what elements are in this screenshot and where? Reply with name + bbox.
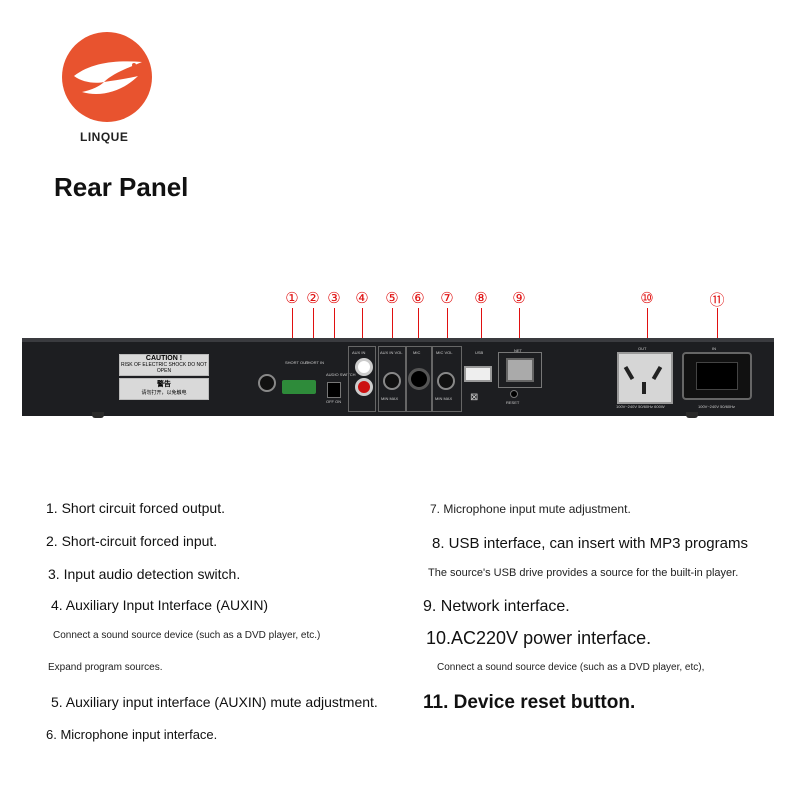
aux-in-red-jack[interactable] [355,378,373,396]
aux-in-section [348,346,376,412]
desc-9: 9. Network interface. [423,598,570,615]
usb-port[interactable] [464,366,492,382]
callout-4: ④ [355,290,369,307]
mic-jack[interactable] [408,368,430,390]
in-label: IN [712,346,716,351]
desc-2: 2. Short-circuit forced input. [46,533,218,549]
device-foot [686,412,698,418]
desc-8: 8. USB interface, can insert with MP3 pr… [432,535,748,552]
bird-icon [74,61,142,95]
in-rating-label: 100V~240V 50/60Hz [698,404,736,409]
desc-4-note: Connect a sound source device (such as a… [53,630,321,641]
out-rating-label: 100V~240V 50/60Hz 600W [616,404,665,409]
desc-4-note2: Expand program sources. [48,662,163,673]
leader-line [362,308,363,352]
callout-6: ⑥ [411,290,425,307]
desc-11: 11. Device reset button. [423,692,636,713]
callout-10: ⑩ [640,290,654,307]
ac-outlet[interactable] [617,352,673,404]
leader-line [313,308,314,364]
desc-10: 10.AC220V power interface. [426,628,652,648]
usb-label: USB [475,350,484,355]
mic-vol-knob[interactable] [437,372,455,390]
brand-name: LINQUE [80,130,129,144]
short-in-label: SHORT IN [305,360,324,365]
iec-socket [696,362,738,390]
caution-sticker: CAUTION ! RISK OF ELECTRIC SHOCK DO NOT … [119,354,209,376]
ethernet-port[interactable] [506,358,534,382]
warning-sticker: 警告 请勿打开，以免触电 [119,378,209,400]
aux-in-white-jack[interactable] [355,358,373,376]
warning-text: 请勿打开，以免触电 [141,390,187,396]
callout-7: ⑦ [440,290,454,307]
callout-11: ⑪ [709,292,725,309]
mic-vol-label: MIC VOL [436,350,453,355]
device-foot [92,412,104,418]
aux-vol-label: AUX IN VOL [380,350,403,355]
callout-9: ⑨ [512,290,526,307]
mic-section [406,346,432,412]
outlet-pin [642,382,646,394]
desc-10-note: Connect a sound source device (such as a… [437,662,705,673]
desc-1: 1. Short circuit forced output. [46,500,225,516]
recycle-bin-icon: ⊠ [470,392,479,403]
caution-title: CAUTION ! [145,355,183,362]
desc-7: 7. Microphone input mute adjustment. [430,502,631,516]
outlet-pin [651,365,663,381]
mic-label: MIC [413,350,421,355]
callout-3: ③ [327,290,341,307]
brand-logo [62,32,152,122]
volume-knob[interactable] [258,374,276,392]
outlet-pin [623,365,635,381]
desc-6: 6. Microphone input interface. [46,727,218,742]
desc-8-note: The source's USB drive provides a source… [428,567,739,579]
aux-in-label: AUX IN [352,350,366,355]
switch-label: AUDIO SWITCH [326,372,356,377]
reset-button[interactable] [510,390,518,398]
mic-vol-section [432,346,462,412]
caution-text: RISK OF ELECTRIC SHOCK DO NOT OPEN [120,362,208,374]
short-out-label: SHORT OUT [285,360,309,365]
callout-5: ⑤ [385,290,399,307]
out-label: OUT [638,346,647,351]
device-rear-panel: CAUTION ! RISK OF ELECTRIC SHOCK DO NOT … [22,338,774,416]
leader-line [292,308,293,364]
callout-8: ⑧ [474,290,488,307]
leader-line [519,308,520,358]
min-max-label: MIN MAX [381,396,399,401]
warning-title: 警告 [157,381,171,388]
desc-3: 3. Input audio detection switch. [48,566,241,582]
aux-vol-section [378,346,406,412]
net-label: NET [514,348,522,353]
detection-switch[interactable] [327,382,341,398]
off-on-label: OFF ON [326,399,342,404]
reset-label: RESET [506,400,520,405]
leader-line [647,308,648,366]
ac-inlet[interactable] [682,352,752,400]
aux-vol-knob[interactable] [383,372,401,390]
desc-4: 4. Auxiliary Input Interface (AUXIN) [51,597,269,613]
callout-2: ② [306,290,320,307]
desc-5: 5. Auxiliary input interface (AUXIN) mut… [51,694,378,710]
page-title: Rear Panel [54,172,189,202]
terminal-block[interactable] [282,380,316,394]
net-section [498,352,542,388]
min-max-label: MIN MAX [435,396,453,401]
callout-1: ① [285,290,299,307]
